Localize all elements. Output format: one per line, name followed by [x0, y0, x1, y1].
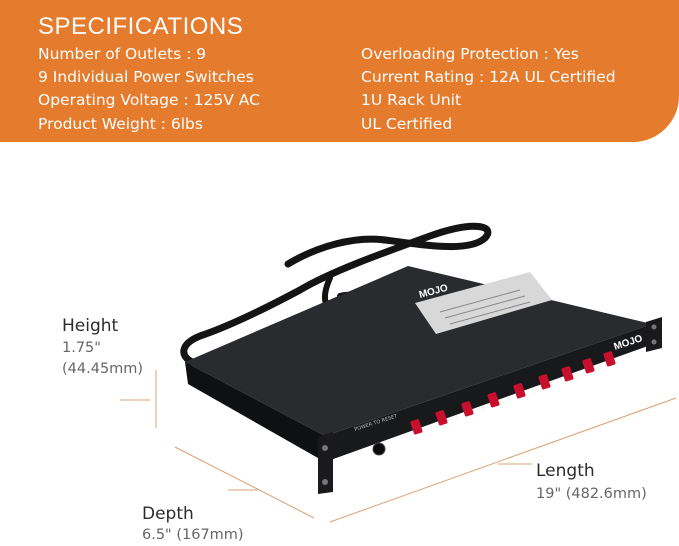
switch-8 [582, 358, 595, 374]
power-conditioner-image: MOJO POWER TO RESET 1 2 3 4 5 6 7 8 9 MO… [120, 222, 677, 523]
switch-number-5: 5 [507, 397, 511, 404]
power-cord [180, 222, 492, 366]
switch-7 [561, 366, 574, 382]
switch-1 [410, 419, 423, 435]
depth-label: Depth [142, 504, 194, 524]
spec-ul-certified: UL Certified [361, 114, 453, 133]
specifications-right-column: Overloading Protection : Yes Current Rat… [361, 43, 616, 136]
switch-number-3: 3 [455, 415, 459, 422]
height-value-line2: (44.45mm) [62, 361, 144, 377]
chassis-front [325, 324, 652, 462]
switch-4 [487, 392, 500, 408]
specifications-banner: SPECIFICATIONS Number of Outlets : 9 9 I… [0, 0, 679, 142]
depth-value: 6.5" (167mm) [142, 527, 244, 543]
switch-2 [435, 410, 448, 426]
switch-number-2: 2 [429, 424, 433, 431]
rack-ear-right [646, 317, 662, 352]
spec-operating-voltage: Operating Voltage : 125V AC [38, 91, 260, 110]
spec-overload-protection: Overloading Protection : Yes [361, 45, 579, 63]
outlet-switches [410, 351, 616, 435]
spec-current-rating: Current Rating : 12A UL Certified [361, 68, 616, 87]
switch-number-7: 7 [555, 380, 559, 387]
switch-number-4: 4 [481, 406, 485, 413]
switch-5 [513, 383, 526, 399]
circuit-breaker [372, 442, 386, 456]
length-value: 19" (482.6mm) [536, 486, 647, 502]
switch-6 [538, 374, 551, 390]
spec-product-weight: Product Weight : 6lbs [38, 114, 203, 133]
switch-number-1: 1 [404, 433, 408, 440]
specifications-title: SPECIFICATIONS [38, 13, 244, 40]
length-line [329, 397, 677, 523]
length-label: Length [536, 461, 595, 481]
specifications-left-column: Number of Outlets : 9 9 Individual Power… [38, 43, 260, 136]
height-value-line1: 1.75" [62, 340, 101, 356]
switch-number-9: 9 [597, 365, 601, 372]
chassis-top [185, 266, 652, 436]
switch-number-8: 8 [576, 372, 580, 379]
spec-number-of-outlets: Number of Outlets : 9 [38, 45, 207, 63]
switch-number-labels: 1 2 3 4 5 6 7 8 9 [404, 365, 601, 440]
top-label-sticker [415, 272, 552, 334]
switch-9 [603, 351, 616, 367]
rack-ear-left [318, 432, 333, 494]
depth-line [174, 446, 315, 519]
chassis-side [185, 362, 325, 462]
spec-power-switches: 9 Individual Power Switches [38, 68, 254, 87]
switch-3 [461, 401, 474, 417]
switch-number-6: 6 [532, 388, 536, 395]
height-label: Height [62, 316, 119, 336]
spec-rack-unit: 1U Rack Unit [361, 91, 462, 110]
